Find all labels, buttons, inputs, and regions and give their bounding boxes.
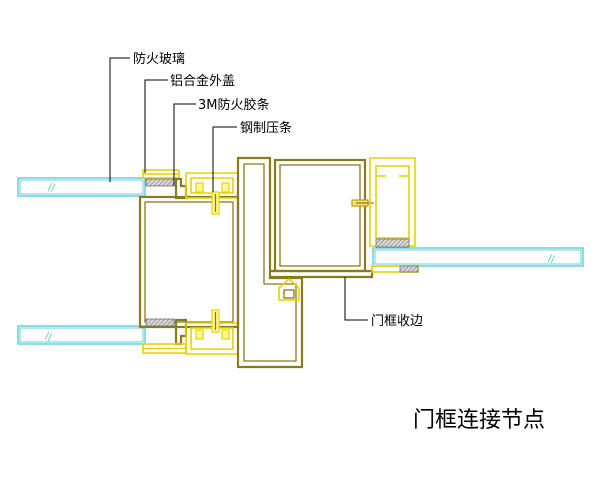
upper-fire-tape-right [221, 182, 230, 193]
lower-glazing-gasket [145, 318, 175, 327]
upper-glazing-gasket [145, 178, 175, 187]
right-lower-cover [371, 265, 419, 273]
right-glazing-gasket [375, 238, 410, 248]
leader-frame-trim [344, 277, 368, 321]
leader-fire-glass [109, 57, 130, 182]
upper-steel-bead [211, 191, 220, 215]
fire-glass-upper-left [17, 177, 146, 197]
right-aluminum-profile [369, 157, 416, 247]
lower-steel-bead [211, 309, 220, 333]
label-fire-glass: 防火玻璃 [133, 51, 185, 67]
label-frame-trim: 门框收边 [371, 314, 423, 329]
frame-fixing-clip [278, 277, 300, 301]
door-frame-column [236, 156, 304, 369]
label-steel-bead: 钢制压条 [240, 120, 292, 136]
label-aluminum-cover: 铝合金外盖 [170, 73, 235, 89]
upper-fire-tape-left [195, 182, 204, 193]
lower-steel-bracket [174, 318, 188, 346]
fire-glass-lower-left [17, 325, 146, 345]
diagram-title: 门框连接节点 [413, 408, 545, 433]
leader-fire-tape [173, 103, 196, 186]
lower-fire-tape-right [221, 329, 230, 340]
leader-aluminum-cover [144, 79, 168, 173]
frame-screw [351, 199, 374, 207]
upper-aluminum-cover [142, 169, 180, 179]
lower-fire-tape-left [195, 329, 204, 340]
leader-steel-bead [212, 126, 237, 192]
upper-steel-bracket [174, 177, 188, 200]
label-fire-tape: 3M防火胶条 [198, 97, 270, 113]
left-sash-frame [138, 195, 240, 329]
lower-aluminum-cover [142, 343, 187, 354]
fire-glass-right [372, 247, 584, 267]
right-frame-box [273, 158, 367, 273]
